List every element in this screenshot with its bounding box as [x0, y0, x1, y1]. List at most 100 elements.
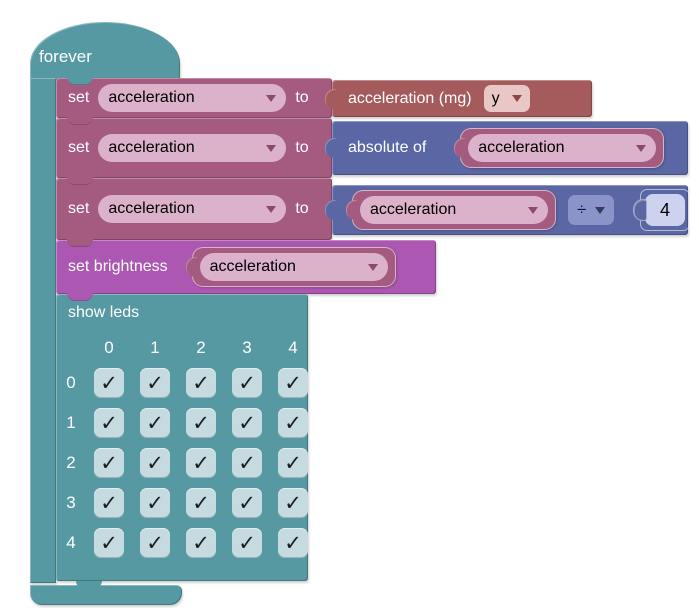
check-icon: ✓	[192, 531, 210, 555]
variable-block[interactable]: acceleration	[185, 247, 396, 287]
show-leds-block[interactable]: show leds 0 1 2 3 4 0 ✓ ✓ ✓ ✓ ✓ 1 ✓ ✓ ✓ …	[56, 293, 308, 588]
absolute-of-block[interactable]: absolute of acceleration	[325, 121, 688, 175]
acceleration-mg-label: acceleration (mg)	[348, 89, 472, 107]
variable-dropdown[interactable]: acceleration	[98, 84, 287, 112]
led-checkbox[interactable]: ✓	[140, 488, 170, 518]
variable-block[interactable]: acceleration	[346, 190, 556, 230]
led-col-header: 1	[150, 338, 160, 357]
led-col-header: 3	[242, 338, 252, 357]
puzzle-tab	[454, 138, 467, 158]
led-row-label: 3	[66, 493, 76, 512]
dropdown-arrow-icon	[511, 95, 522, 102]
check-icon: ✓	[284, 451, 302, 475]
forever-block-bottom[interactable]	[30, 585, 182, 605]
axis-dropdown[interactable]: y	[483, 85, 530, 112]
led-checkbox[interactable]: ✓	[94, 528, 124, 558]
dropdown-arrow-icon	[528, 206, 538, 214]
check-icon: ✓	[284, 491, 302, 515]
led-checkbox[interactable]: ✓	[232, 528, 262, 558]
led-checkbox[interactable]: ✓	[278, 368, 308, 398]
show-leds-label: show leds	[68, 304, 140, 321]
dropdown-arrow-icon	[367, 263, 378, 271]
operator-dropdown-value: ÷	[577, 200, 587, 219]
check-icon: ✓	[100, 411, 118, 435]
operator-dropdown[interactable]: ÷	[568, 195, 614, 225]
set-label: set	[68, 89, 90, 106]
check-icon: ✓	[146, 371, 164, 395]
variable-dropdown[interactable]: acceleration	[468, 134, 657, 162]
forever-block-spine[interactable]	[30, 78, 56, 583]
led-checkbox[interactable]: ✓	[278, 488, 308, 518]
check-icon: ✓	[192, 411, 210, 435]
led-row-label: 4	[66, 533, 76, 552]
led-checkbox[interactable]: ✓	[186, 488, 216, 518]
led-grid: 0 1 2 3 4 0 ✓ ✓ ✓ ✓ ✓ 1 ✓ ✓ ✓ ✓ ✓ 2 ✓ ✓ …	[64, 338, 308, 558]
division-block[interactable]: acceleration ÷ 4	[325, 185, 690, 235]
check-icon: ✓	[238, 451, 256, 475]
dropdown-arrow-icon	[266, 205, 277, 213]
led-col-header: 0	[104, 338, 114, 357]
led-checkbox[interactable]: ✓	[278, 448, 308, 478]
led-row-label: 2	[66, 453, 76, 472]
set-variable-block-2[interactable]: set acceleration to	[56, 117, 332, 178]
variable-block[interactable]: acceleration	[454, 128, 665, 168]
dropdown-arrow-icon	[636, 144, 647, 152]
check-icon: ✓	[284, 371, 302, 395]
number-input[interactable]: 4	[645, 194, 685, 226]
puzzle-tab	[633, 199, 647, 221]
set-variable-block-1[interactable]: set acceleration to	[56, 77, 332, 118]
led-checkbox[interactable]: ✓	[186, 528, 216, 558]
acceleration-mg-block[interactable]: acceleration (mg) y	[325, 80, 592, 117]
led-checkbox[interactable]: ✓	[186, 448, 216, 478]
led-checkbox[interactable]: ✓	[232, 488, 262, 518]
set-brightness-label: set brightness	[68, 258, 168, 275]
to-label: to	[295, 139, 309, 156]
next-connector-tab	[76, 581, 102, 588]
variable-dropdown-value: acceleration	[108, 89, 195, 106]
led-checkbox[interactable]: ✓	[94, 368, 124, 398]
variable-dropdown-value: acceleration	[478, 139, 565, 156]
led-checkbox[interactable]: ✓	[94, 408, 124, 438]
check-icon: ✓	[238, 411, 256, 435]
variable-dropdown[interactable]: acceleration	[98, 134, 287, 162]
check-icon: ✓	[100, 451, 118, 475]
led-checkbox[interactable]: ✓	[140, 448, 170, 478]
led-col-header: 4	[288, 338, 298, 357]
puzzle-tab	[325, 138, 337, 158]
led-checkbox[interactable]: ✓	[186, 408, 216, 438]
notch	[67, 177, 93, 185]
check-icon: ✓	[192, 451, 210, 475]
notch	[67, 239, 93, 247]
check-icon: ✓	[100, 491, 118, 515]
led-checkbox[interactable]: ✓	[232, 368, 262, 398]
variable-dropdown[interactable]: acceleration	[98, 195, 287, 223]
led-checkbox[interactable]: ✓	[232, 408, 262, 438]
led-checkbox[interactable]: ✓	[278, 408, 308, 438]
number-slot: 4	[633, 189, 690, 231]
absolute-of-label: absolute of	[348, 139, 427, 156]
variable-dropdown-value: acceleration	[108, 200, 195, 217]
dropdown-arrow-icon	[266, 144, 277, 152]
check-icon: ✓	[192, 371, 210, 395]
puzzle-tab	[325, 88, 337, 109]
led-checkbox[interactable]: ✓	[94, 488, 124, 518]
led-checkbox[interactable]: ✓	[140, 408, 170, 438]
led-checkbox[interactable]: ✓	[278, 528, 308, 558]
led-checkbox[interactable]: ✓	[140, 528, 170, 558]
led-checkbox[interactable]: ✓	[94, 448, 124, 478]
to-label: to	[295, 89, 309, 106]
led-row-label: 1	[66, 413, 76, 432]
led-checkbox[interactable]: ✓	[186, 368, 216, 398]
check-icon: ✓	[238, 371, 256, 395]
led-row-label: 0	[66, 373, 76, 392]
led-checkbox[interactable]: ✓	[232, 448, 262, 478]
variable-dropdown[interactable]: acceleration	[199, 253, 388, 281]
notch	[67, 293, 93, 301]
set-variable-block-3[interactable]: set acceleration to	[56, 177, 332, 240]
led-checkbox[interactable]: ✓	[140, 368, 170, 398]
set-brightness-block[interactable]: set brightness acceleration	[56, 239, 436, 294]
check-icon: ✓	[284, 531, 302, 555]
variable-dropdown[interactable]: acceleration	[360, 196, 548, 224]
forever-block-hat[interactable]: forever	[30, 22, 180, 80]
